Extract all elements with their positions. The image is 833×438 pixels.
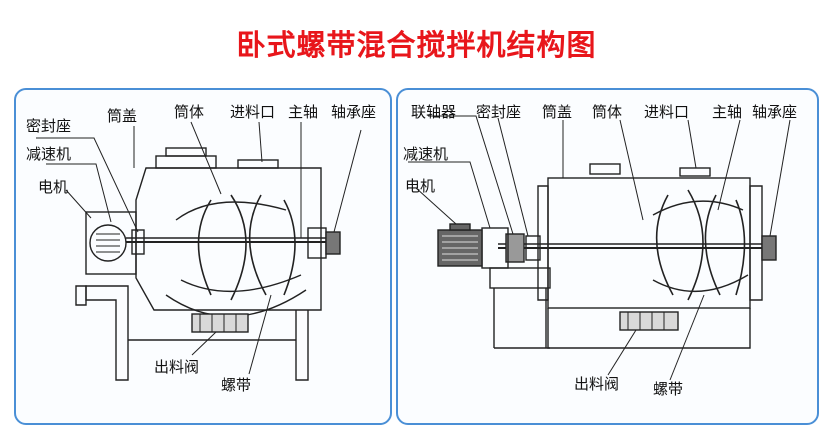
left-label-barrel: 筒体 <box>174 103 205 121</box>
left-diagram-panel: 密封座 筒盖 筒体 进料口 主轴 轴承座 减速机 电机 出料阀 螺带 <box>14 88 392 425</box>
left-label-discharge-valve: 出料阀 <box>154 358 200 376</box>
left-label-inlet: 进料口 <box>230 103 276 121</box>
left-label-main-shaft: 主轴 <box>288 103 319 121</box>
right-ribbon-shape <box>655 189 746 301</box>
right-machine-drawing <box>408 115 791 381</box>
left-label-reducer: 减速机 <box>26 145 72 163</box>
right-label-ribbon: 螺带 <box>653 380 684 398</box>
right-label-cover: 筒盖 <box>542 103 573 121</box>
left-label-bearing-seat: 轴承座 <box>331 103 377 121</box>
diagram-title: 卧式螺带混合搅拌机结构图 <box>236 28 597 62</box>
right-label-motor: 电机 <box>405 177 436 195</box>
left-label-ribbon: 螺带 <box>221 376 252 394</box>
right-label-barrel: 筒体 <box>592 103 623 121</box>
right-label-reducer: 减速机 <box>403 145 449 163</box>
right-label-bearing-seat: 轴承座 <box>752 103 798 121</box>
right-diagram-panel: 联轴器 密封座 筒盖 筒体 进料口 主轴 轴承座 减速机 电机 出料阀 螺带 <box>396 88 819 425</box>
left-label-motor: 电机 <box>38 178 69 196</box>
left-label-cover: 筒盖 <box>107 107 138 125</box>
left-machine-drawing <box>36 121 362 381</box>
left-label-seal-seat: 密封座 <box>26 117 72 135</box>
right-label-coupling: 联轴器 <box>411 103 457 121</box>
left-ribbon-shape <box>197 194 296 301</box>
right-label-discharge-valve: 出料阀 <box>574 375 620 393</box>
right-label-seal-seat: 密封座 <box>476 103 522 121</box>
right-label-main-shaft: 主轴 <box>712 103 743 121</box>
right-label-inlet: 进料口 <box>644 103 690 121</box>
